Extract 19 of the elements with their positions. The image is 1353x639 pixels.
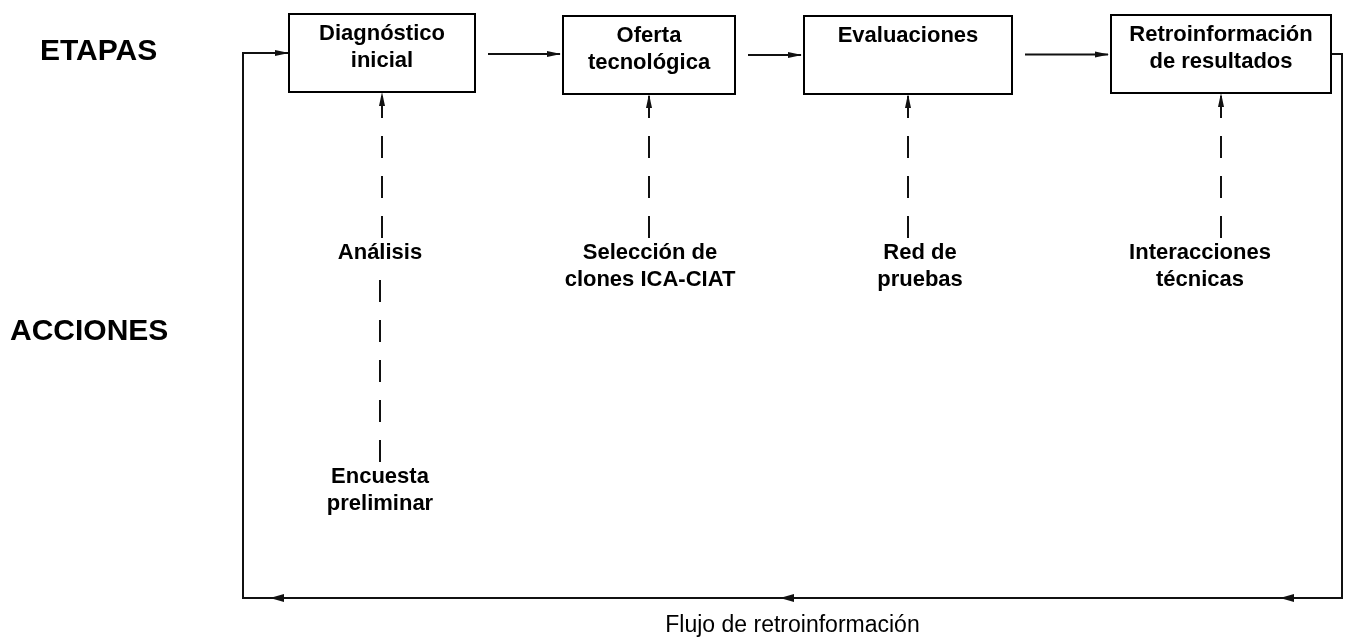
stage-box: Diagnóstico inicial: [288, 13, 476, 93]
action-text: Encuesta preliminar: [290, 462, 470, 532]
arrow: [1024, 51, 1109, 58]
edge-label: Flujo de retroinformación: [665, 610, 920, 638]
dashed-arrow: [905, 94, 911, 239]
stage-box: Evaluaciones: [803, 15, 1013, 95]
stage-box: Retroinformación de resultados: [1110, 14, 1332, 94]
dashed-arrow: [1218, 93, 1224, 239]
dashed-arrow: [646, 94, 652, 239]
arrow: [747, 52, 802, 58]
arrow: [487, 51, 561, 57]
dashed-arrow: [379, 92, 385, 239]
row-heading: ACCIONES: [10, 312, 169, 348]
action-text: Análisis: [310, 238, 450, 268]
stage-box: Oferta tecnológica: [562, 15, 736, 95]
action-text: Interacciones técnicas: [1090, 238, 1310, 302]
action-text: Selección de clones ICA-CIAT: [555, 238, 745, 302]
row-heading: ETAPAS: [40, 32, 158, 68]
action-text: Red de pruebas: [840, 238, 1000, 302]
